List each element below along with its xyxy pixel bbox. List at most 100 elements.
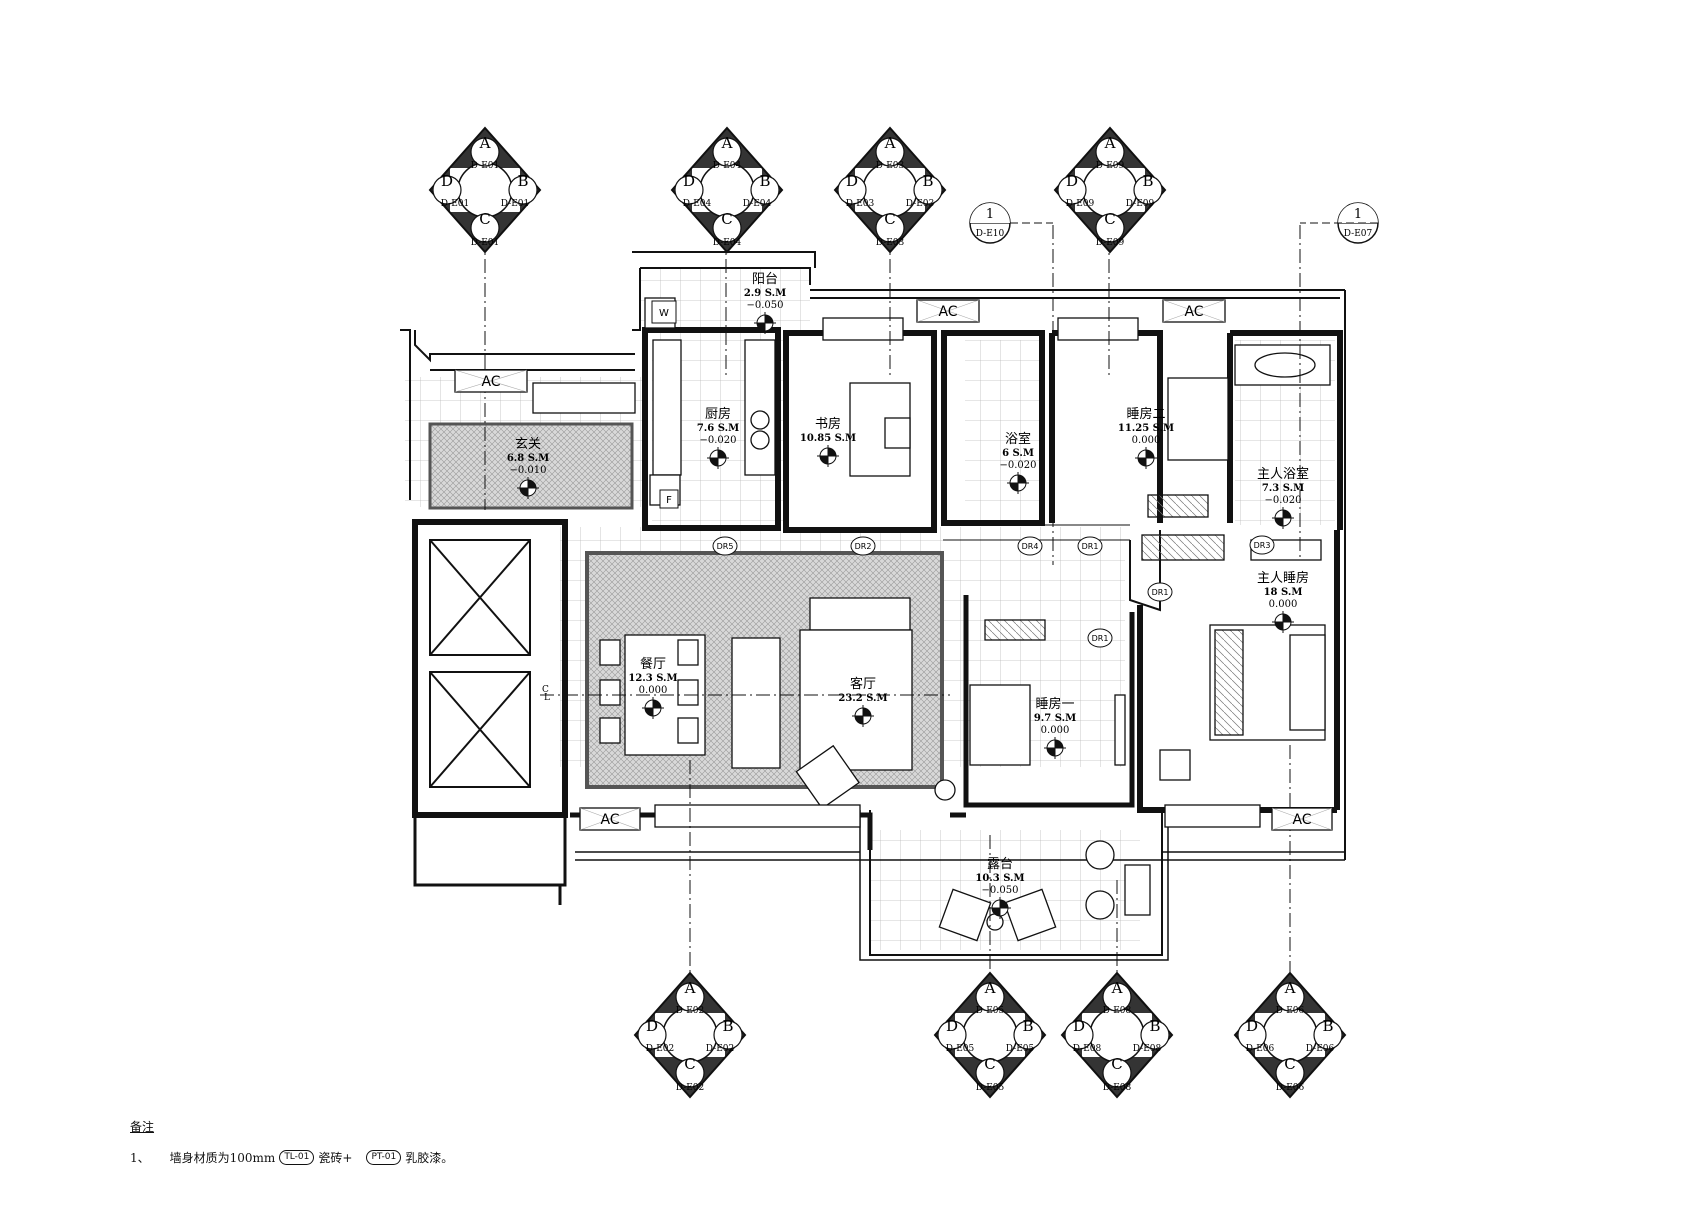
marker-quadrant (975, 982, 1005, 1012)
marker-letter-b: B (1322, 1017, 1333, 1035)
door-tag-text: DR2 (855, 542, 872, 551)
marker-quadrant (712, 137, 742, 167)
door-tag-oval (1147, 582, 1173, 602)
marker-quadrant (470, 137, 500, 167)
marker-quadrant (837, 175, 867, 205)
level-fill (1138, 450, 1154, 466)
room-name: 餐厅 (640, 656, 666, 672)
room-label-kitchen: 厨房7.6 S.M−0.020 (697, 406, 739, 469)
marker-letter-d: D (1246, 1017, 1258, 1035)
door-tag-dr5: DR5 (712, 536, 738, 556)
level-fill (1010, 475, 1026, 491)
door-tag-oval (850, 536, 876, 556)
door-tag-dr4: DR4 (1017, 536, 1043, 556)
ac-unit-5: AC (1271, 807, 1333, 831)
room-name: 阳台 (752, 272, 778, 287)
marker-quadrant (875, 213, 905, 243)
ac-label: AC (1184, 304, 1203, 320)
marker-quadrant (875, 137, 905, 167)
door-tag-oval (712, 536, 738, 556)
door-tag-dr1: DR1 (1147, 582, 1173, 602)
marker-quadrant (1275, 982, 1305, 1012)
marker-letter-d: D (1066, 172, 1078, 190)
marker-quadrant (1140, 1020, 1170, 1050)
notes-block: 备注 1、 墙身材质为100mm TL-01 瓷砖+ PT-01 乳胶漆。 (130, 1118, 453, 1166)
marker-letter-c: C (684, 1055, 695, 1073)
marker-ref-right: D-E05 (1006, 1044, 1035, 1054)
level-fill (710, 450, 726, 466)
marker-letter-c: C (1284, 1055, 1295, 1073)
ac-unit-2: AC (916, 299, 980, 323)
marker-ref-left: D-E05 (946, 1044, 975, 1054)
room-name: 书房 (815, 416, 841, 432)
room-area: 23.2 S.M (838, 693, 887, 704)
level-fill (1275, 614, 1291, 630)
room-elevation: −0.020 (999, 460, 1036, 471)
marker-letter-a: A (884, 134, 896, 152)
marker-ref-top: D-E02 (676, 1006, 704, 1016)
marker-quadrant (750, 175, 780, 205)
marker-quadrant (1275, 1058, 1305, 1088)
marker-ref-bottom: D-E08 (1103, 1083, 1132, 1093)
ac-cross (454, 369, 528, 393)
marker-ref-bottom: D-E05 (976, 1083, 1005, 1093)
room-area: 7.6 S.M (697, 423, 739, 434)
section-ref: D-E07 (1344, 229, 1373, 239)
marker-fill (835, 128, 945, 252)
door-tag-dr1: DR1 (1087, 628, 1113, 648)
marker-ref-top: D-E06 (1276, 1006, 1305, 1016)
marker-letter-c: C (1111, 1055, 1122, 1073)
marker-quadrant (508, 175, 538, 205)
marker-letter-a: A (721, 134, 733, 152)
marker-quadrant (1095, 137, 1125, 167)
marker-ref-right: D-E03 (906, 199, 935, 209)
marker-ref-bottom: D-E06 (1276, 1083, 1305, 1093)
door-tag-oval (1017, 536, 1043, 556)
marker-ref-bottom: D-E04 (713, 238, 742, 248)
ac-label: AC (600, 812, 619, 828)
level-fill (757, 315, 773, 331)
ac-cross (916, 299, 980, 323)
section-top (970, 203, 1010, 223)
section-marker-s07: 1D-E07 (1300, 202, 1379, 244)
marker-quadrant (1064, 1020, 1094, 1050)
marker-letter-a: A (984, 979, 996, 997)
door-tag-oval (1077, 536, 1103, 556)
marker-quadrant (1237, 1020, 1267, 1050)
marker-letter-a: A (1104, 134, 1116, 152)
marker-quadrant (470, 213, 500, 243)
marker-fill (430, 128, 540, 252)
centerline-c: C (542, 685, 549, 695)
door-tag-oval (1249, 535, 1275, 555)
room-name: 客厅 (850, 676, 876, 692)
marker-letter-d: D (683, 172, 695, 190)
room-area: 2.9 S.M (744, 288, 786, 299)
room-elevation: −0.050 (981, 885, 1018, 896)
marker-ref-left: D-E08 (1073, 1044, 1102, 1054)
marker-letter-a: A (684, 979, 696, 997)
ac-cross (1271, 807, 1333, 831)
ac-label: AC (1292, 812, 1311, 828)
room-elevation: −0.050 (746, 300, 783, 311)
section-number: 1 (1354, 207, 1362, 222)
marker-fill (1062, 973, 1172, 1097)
marker-quadrant (675, 982, 705, 1012)
door-tag-text: DR1 (1082, 542, 1099, 551)
section-number: 1 (986, 207, 994, 222)
marker-letter-b: B (722, 1017, 733, 1035)
marker-quadrant (1057, 175, 1087, 205)
section-top (1338, 203, 1378, 223)
marker-letter-b: B (1022, 1017, 1033, 1035)
notes-line-1: 1、 墙身材质为100mm TL-01 瓷砖+ PT-01 乳胶漆。 (130, 1149, 453, 1166)
marker-ref-right: D-E01 (501, 199, 529, 209)
ac-unit-3: AC (1162, 299, 1226, 323)
